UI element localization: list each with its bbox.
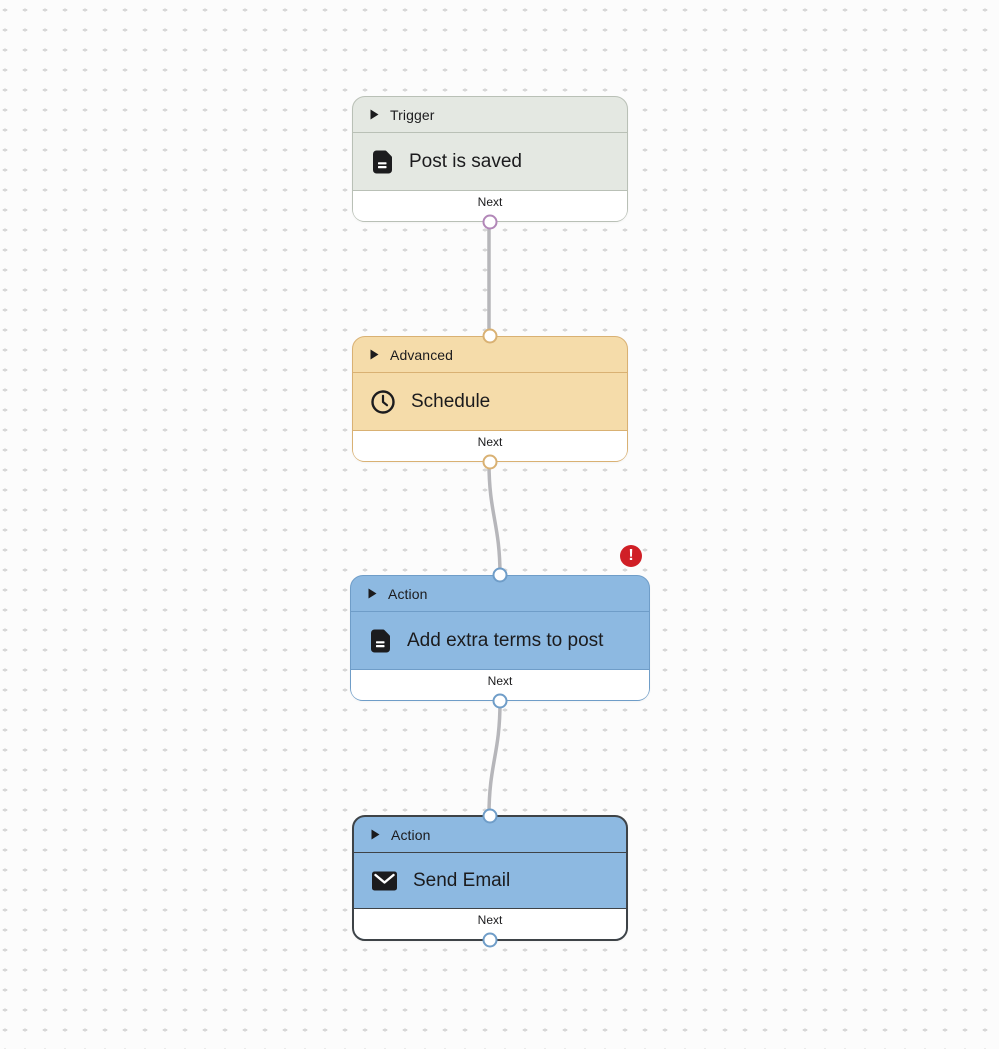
node-header[interactable]: Trigger xyxy=(353,97,627,133)
node-advanced-schedule[interactable]: Advanced Schedule Next xyxy=(352,328,628,470)
output-port[interactable] xyxy=(482,454,498,470)
collapse-arrow-icon[interactable] xyxy=(370,349,379,360)
node-footer: Next xyxy=(354,908,626,939)
collapse-arrow-icon[interactable] xyxy=(371,829,380,840)
node-body[interactable]: Send Email xyxy=(354,853,626,908)
node-body[interactable]: Post is saved xyxy=(353,133,627,190)
node-footer: Next xyxy=(351,669,649,700)
node-header[interactable]: Action xyxy=(351,576,649,612)
node-category-label: Trigger xyxy=(390,106,435,123)
node-category-label: Action xyxy=(388,585,428,602)
edge-add-extra-terms-to-send-email[interactable] xyxy=(487,701,502,816)
node-title: Schedule xyxy=(411,390,491,412)
next-label: Next xyxy=(477,913,503,927)
node-trigger-post-is-saved[interactable]: Trigger Post is saved Next xyxy=(352,96,628,230)
node-title: Send Email xyxy=(413,869,511,891)
node-action-add-extra-terms[interactable]: Action Add extra terms to post Next xyxy=(350,567,650,709)
collapse-arrow-icon[interactable] xyxy=(370,109,379,120)
node-header[interactable]: Advanced xyxy=(353,337,627,373)
node-body[interactable]: Add extra terms to post xyxy=(351,612,649,669)
input-port[interactable] xyxy=(482,328,498,344)
next-label: Next xyxy=(477,195,503,209)
output-port[interactable] xyxy=(492,693,508,709)
node-title: Post is saved xyxy=(409,150,522,172)
node-header[interactable]: Action xyxy=(354,817,626,853)
error-badge[interactable]: ! xyxy=(620,545,642,567)
output-port[interactable] xyxy=(482,214,498,230)
document-icon xyxy=(368,628,392,654)
node-body[interactable]: Schedule xyxy=(353,373,627,430)
edge-schedule-to-add-extra-terms[interactable] xyxy=(487,462,502,576)
clock-icon xyxy=(370,389,396,415)
node-footer: Next xyxy=(353,190,627,221)
node-action-send-email[interactable]: Action Send Email Next xyxy=(352,808,628,948)
node-category-label: Action xyxy=(391,826,431,843)
next-label: Next xyxy=(487,674,513,688)
document-icon xyxy=(370,149,394,175)
node-title: Add extra terms to post xyxy=(407,629,604,651)
collapse-arrow-icon[interactable] xyxy=(368,588,377,599)
next-label: Next xyxy=(477,435,503,449)
input-port[interactable] xyxy=(492,567,508,583)
output-port[interactable] xyxy=(482,932,498,948)
input-port[interactable] xyxy=(482,808,498,824)
envelope-icon xyxy=(371,870,398,892)
node-category-label: Advanced xyxy=(390,346,454,363)
